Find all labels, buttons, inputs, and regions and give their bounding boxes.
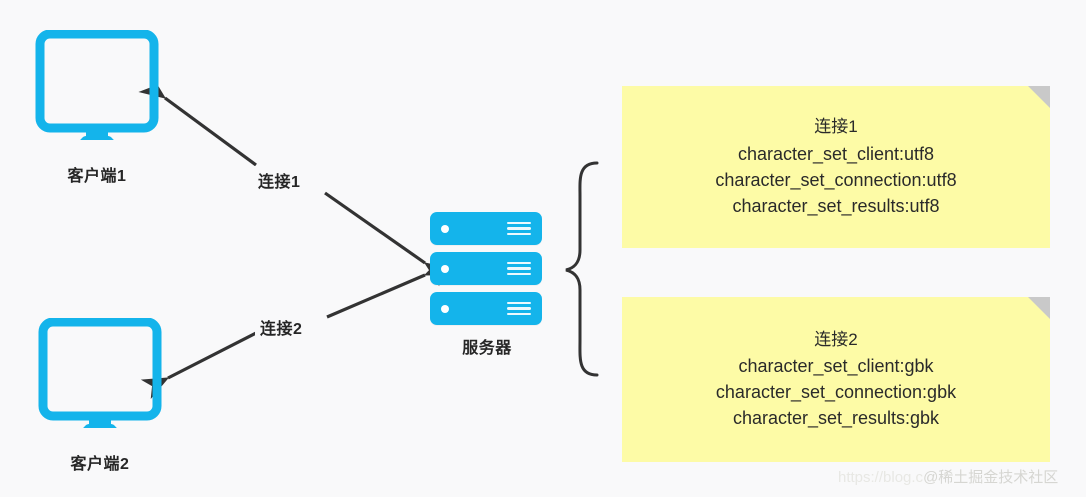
server-status-dot [441,264,449,273]
node-server[interactable]: 服务器 [430,212,550,357]
note-conn2[interactable]: 连接2 character_set_client:gbk character_s… [622,297,1050,462]
note-line: character_set_client:gbk [738,356,934,377]
note-fold-corner-icon [1028,86,1050,108]
note-line: character_set_results:gbk [732,408,940,429]
server-vent-lines [507,261,531,276]
note-line: character_set_connection:utf8 [715,169,957,190]
node-client1[interactable]: 客户端1 [32,29,162,185]
note-conn1[interactable]: 连接1 character_set_client:utf8 character_… [622,86,1050,248]
connection-label-conn1: 连接1 [253,166,306,194]
server-stack-icon [430,212,545,325]
note-title: 连接2 [814,329,858,349]
note-line: character_set_client:utf8 [737,143,935,164]
server-bar [430,292,542,325]
curly-brace-icon [565,161,599,377]
server-status-dot [441,224,449,233]
monitor-icon [35,317,165,444]
watermark: https://blog.c@稀土掘金技术社区 [838,466,1058,487]
node-client2[interactable]: 客户端2 [35,317,165,473]
node-label-server: 服务器 [462,340,512,357]
note-body: 连接1 character_set_client:utf8 character_… [622,115,1050,219]
monitor-icon [32,29,162,156]
connection-label-conn2: 连接2 [255,313,308,341]
server-vent-lines [507,301,531,316]
watermark-name: @稀土掘金技术社区 [923,469,1059,486]
server-status-dot [441,304,449,313]
note-body: 连接2 character_set_client:gbk character_s… [622,328,1050,432]
node-label-client2: 客户端2 [70,456,130,473]
note-line: character_set_connection:gbk [715,382,957,403]
server-bar [430,212,542,245]
note-title: 连接1 [814,117,858,137]
server-bar [430,252,542,285]
note-line: character_set_results:utf8 [732,195,940,216]
node-label-client1: 客户端1 [67,168,127,185]
note-fold-corner-icon [1028,297,1050,319]
watermark-url: https://blog.c [838,469,924,486]
server-vent-lines [507,221,531,236]
